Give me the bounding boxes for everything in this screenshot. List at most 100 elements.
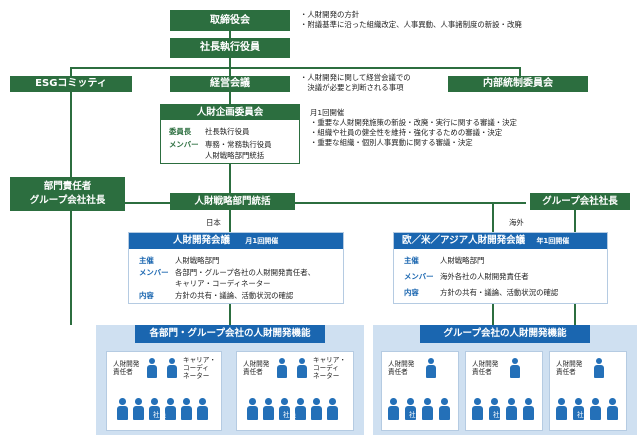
ov-team-2: 人財開発責任者社員: [465, 351, 543, 431]
person-icon: [523, 398, 534, 420]
jp-content: 方針の共有・議論、活動状況の確認: [175, 291, 294, 300]
person-icon: [147, 358, 157, 378]
member-2: 人財戦略部門統括: [205, 151, 265, 160]
ov-content-row: 内容 方針の共有・議論、活動状況の確認: [404, 287, 558, 298]
jp-meeting-title: 人財開発会議: [173, 235, 231, 246]
ov-team-3: 人財開発責任者社員: [549, 351, 627, 431]
person-icon: [590, 398, 601, 420]
hr-lead-label-line: 責任者: [388, 368, 408, 376]
person-icon: [181, 398, 192, 420]
jp-team-1: 人財開発責任者キャリア・コーディネーター社員: [106, 351, 222, 431]
jp-content-row: 内容 方針の共有・議論、活動状況の確認: [139, 290, 293, 301]
group-president-box: グループ会社社長: [530, 193, 630, 210]
ov-meeting: 欧／米／アジア人財開発会議 年1回開催 主催 人財戦略部門 メンバー海外各社の人財…: [393, 232, 608, 304]
person-icon: [607, 398, 618, 420]
person-icon: [388, 398, 399, 420]
career-label-line: キャリア・: [183, 356, 216, 364]
hr-note-4: ・重要な組織・個別人事異動に関する審議・決定: [310, 138, 473, 147]
board-note-2: ・附議基準に沿った組織改定、人事異動、人事諸制度の新設・改廃: [300, 20, 522, 29]
chair-value: 社長執行役員: [205, 127, 250, 136]
board-box: 取締役会: [170, 10, 290, 31]
person-icon: [167, 358, 177, 378]
ov-member-row: メンバー海外各社の人財開発責任者: [404, 271, 529, 282]
career-label-line: ネーター: [313, 372, 340, 380]
person-icon: [405, 398, 416, 420]
hr-lead-label: 人財開発責任者: [243, 360, 269, 376]
career-label-line: キャリア・: [313, 356, 346, 364]
person-icon: [263, 398, 274, 420]
ov-member-1: 海外各社の人財開発責任者: [440, 272, 529, 281]
hr-lead-label: 人財開発責任者: [113, 360, 139, 376]
employee-label: 社員: [577, 411, 591, 419]
jp-meeting-freq: 月1回開催: [245, 237, 279, 245]
internal-control-box: 内部統制委員会: [448, 76, 588, 92]
japan-label: 日本: [206, 218, 221, 227]
person-icon: [573, 398, 584, 420]
ov-content-label: 内容: [404, 288, 419, 297]
esg-committee-box: ESGコミッティ: [10, 76, 132, 92]
person-icon: [165, 398, 176, 420]
person-icon: [297, 358, 307, 378]
career-label-line: ネーター: [183, 372, 210, 380]
mgmt-meeting-box: 経営会議: [170, 76, 290, 92]
mgmt-note-1: ・人財開発に関して経営会議での: [300, 73, 411, 82]
hr-lead-label: 人財開発責任者: [472, 360, 498, 376]
career-label: キャリア・コーディネーター: [313, 356, 346, 380]
career-label: キャリア・コーディネーター: [183, 356, 216, 380]
ov-meeting-header: 欧／米／アジア人財開発会議 年1回開催: [394, 233, 607, 249]
person-icon: [149, 398, 160, 420]
person-icon: [439, 398, 450, 420]
jp-function-title: 各部門・グループ会社の人財開発機能: [135, 325, 325, 343]
board-note-1: ・人財開発の方針: [300, 10, 360, 19]
person-icon: [327, 398, 338, 420]
hr-lead-label-line: 責任者: [113, 368, 133, 376]
person-icon: [506, 398, 517, 420]
ov-function-title: グループ会社の人財開発機能: [420, 325, 590, 343]
dept-head-line-2: グループ会社社長: [29, 195, 106, 206]
ov-meeting-title: 欧／米／アジア人財開発会議: [402, 235, 526, 246]
mgmt-note-2: 決議が必要と判断される事項: [300, 83, 404, 92]
hr-lead-label-line: 人財開発: [472, 360, 499, 368]
ov-member-label: メンバー: [404, 272, 434, 281]
board-notes: ・人財開発の方針 ・附議基準に沿った組織改定、人事異動、人事諸制度の新設・改廃: [300, 10, 522, 30]
ov-host: 人財戦略部門: [440, 256, 485, 265]
hr-note-2: ・重要な人財開発施策の新設・改廃・実行に関する審議・決定: [310, 118, 517, 127]
hr-lead-label-line: 人財開発: [388, 360, 415, 368]
mgmt-notes: ・人財開発に関して経営会議での 決議が必要と判断される事項: [300, 73, 411, 93]
ov-host-row: 主催 人財戦略部門: [404, 255, 484, 266]
person-icon: [472, 398, 483, 420]
ov-content: 方針の共有・議論、活動状況の確認: [440, 288, 559, 297]
employee-label: 社員: [409, 411, 423, 419]
ov-function-panel: グループ会社の人財開発機能 人財開発責任者社員 人財開発責任者社員 人財開発責任…: [373, 325, 637, 435]
hr-lead-label: 人財開発責任者: [388, 360, 414, 376]
person-icon: [594, 358, 604, 378]
member-1: 専務・常務執行役員: [205, 140, 272, 149]
employee-label: 社員: [283, 411, 297, 419]
chair-label: 委員長: [169, 127, 192, 136]
hr-note-3: ・組織や社員の健全性を維持・強化するための審議・決定: [310, 128, 503, 137]
hr-committee-member-row: メンバー専務・常務執行役員人財戦略部門統括: [169, 139, 272, 161]
hr-committee: 人財企画委員会 委員長社長執行役員 メンバー専務・常務執行役員人財戦略部門統括: [160, 104, 300, 164]
jp-team-2: 人財開発責任者 キャリア・コーディネーター社員: [236, 351, 354, 431]
ov-team-1: 人財開発責任者社員: [381, 351, 459, 431]
person-icon: [295, 398, 306, 420]
person-icon: [279, 398, 290, 420]
career-label-line: コーディ: [313, 364, 339, 372]
person-icon: [426, 358, 436, 378]
jp-host: 人財戦略部門: [175, 256, 220, 265]
jp-content-label: 内容: [139, 291, 154, 300]
hr-committee-chair-row: 委員長 社長執行役員: [169, 126, 249, 137]
hr-lead-label-line: 責任者: [556, 368, 576, 376]
overseas-label: 海外: [509, 218, 524, 227]
jp-meeting-header: 人財開発会議 月1回開催: [129, 233, 343, 249]
person-icon: [133, 398, 144, 420]
person-icon: [510, 358, 520, 378]
jp-member-label: メンバー: [139, 268, 169, 277]
ov-meeting-freq: 年1回開催: [536, 237, 570, 245]
ov-host-label: 主催: [404, 256, 419, 265]
hr-committee-notes: 月1回開催 ・重要な人財開発施策の新設・改廃・実行に関する審議・決定 ・組織や社…: [310, 108, 517, 148]
jp-member-2: キャリア・コーディネーター: [175, 279, 271, 288]
employee-label: 社員: [493, 411, 507, 419]
jp-host-label: 主催: [139, 256, 154, 265]
hr-lead-label-line: 人財開発: [556, 360, 583, 368]
